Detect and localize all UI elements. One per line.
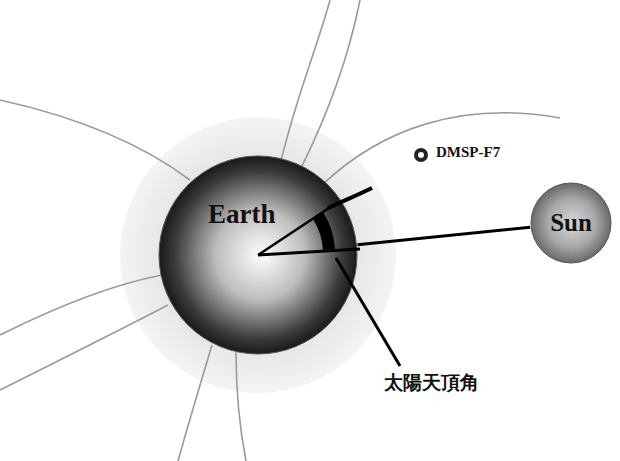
satellite-dot	[414, 148, 428, 162]
field-line-segment	[328, 188, 372, 208]
node-label: Earth	[208, 199, 276, 230]
sun-circle: Sun	[530, 182, 612, 264]
leader-line	[336, 258, 400, 366]
satellite-dot-center	[418, 152, 424, 158]
angle-label: 太陽天頂角	[384, 370, 479, 396]
node-label: Sun	[550, 209, 592, 237]
field-lines	[0, 0, 560, 461]
sun-direction-line	[258, 249, 360, 255]
sun-line	[357, 227, 530, 245]
satellite-label: DMSP-F7	[436, 144, 500, 161]
angle-wedge	[313, 212, 335, 250]
